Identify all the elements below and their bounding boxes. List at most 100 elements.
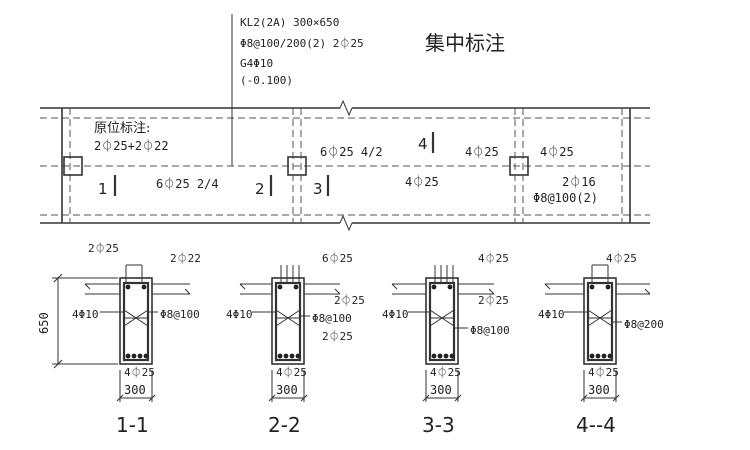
central-note-line4: (-0.100) <box>240 74 293 87</box>
rebar <box>131 353 137 359</box>
span2-top-bars: 4⏀25 <box>465 144 499 159</box>
top-bar-verticals <box>280 265 300 284</box>
section-title: 1-1 <box>116 413 149 437</box>
rebar <box>607 353 613 359</box>
stirrup <box>586 281 614 362</box>
rebar <box>595 353 601 359</box>
rebar <box>443 353 449 359</box>
label-bottom: 4⏀25 <box>124 365 155 379</box>
break-mark-top <box>339 99 353 117</box>
stirrup-pattern <box>587 309 613 327</box>
width-dimension: 300 <box>588 383 610 397</box>
beam-outline <box>583 277 617 365</box>
section-mark-1: 1 <box>98 180 108 198</box>
central-note-line1: KL2(2A) 300×650 <box>240 16 339 29</box>
stirrup-pattern <box>275 309 301 327</box>
width-dimension-line <box>580 370 620 402</box>
rebar <box>141 284 147 290</box>
section-mark-2: 2 <box>255 180 265 198</box>
width-dimension: 300 <box>430 383 452 397</box>
leaders <box>252 311 310 317</box>
width-dimension-line <box>116 370 156 402</box>
rebar <box>589 284 595 290</box>
section-title: 4--4 <box>576 413 616 437</box>
cantilever-stirrup: Φ8@100(2) <box>533 191 598 205</box>
width-dimension-line <box>422 370 462 402</box>
stirrup-pattern <box>429 309 455 327</box>
label-bottom: 4⏀25 <box>588 365 619 379</box>
stirrup <box>428 281 456 362</box>
rebar <box>437 353 443 359</box>
rebar <box>137 353 143 359</box>
section-mark-3: 3 <box>313 180 323 198</box>
in-situ-heading: 原位标注: <box>94 121 150 136</box>
label-top-right: 6⏀25 <box>322 251 353 265</box>
section-mark-4: 4 <box>418 135 428 153</box>
height-dimension: 650 <box>37 312 51 334</box>
span1-bottom-bars: 6⏀25 2/4 <box>156 176 219 191</box>
break-mark-bottom <box>339 214 353 232</box>
label-side: 4Φ10 <box>538 308 565 321</box>
rebar <box>431 284 437 290</box>
rebar <box>431 353 437 359</box>
top-bar-verticals <box>125 264 143 284</box>
stirrup <box>122 281 150 362</box>
rebar <box>289 353 295 359</box>
label-mid-right: 2⏀25 <box>322 329 353 343</box>
label-side: 4Φ10 <box>72 308 99 321</box>
width-dimension-line <box>268 370 308 402</box>
beam-plan-view <box>40 14 650 232</box>
section-3-3: 300 4⏀25 2⏀25 4Φ10 Φ8@100 4⏀25 3-3 <box>382 251 510 437</box>
section-2-2: 300 6⏀25 2⏀25 4Φ10 Φ8@100 2⏀25 4⏀25 2-2 <box>226 251 365 437</box>
stirrup-pattern <box>123 309 149 327</box>
top-bar-verticals <box>434 265 454 284</box>
top-bar-verticals <box>591 264 609 284</box>
label-bottom: 4⏀25 <box>430 365 461 379</box>
span2-bottom-bars: 4⏀25 <box>405 174 439 189</box>
label-side: 4Φ10 <box>382 308 409 321</box>
label-bottom: 4⏀25 <box>276 365 307 379</box>
label-top-right-2: 2⏀25 <box>478 293 509 307</box>
beam-outline <box>119 277 153 365</box>
label-top-right: 4⏀25 <box>606 251 637 265</box>
section-title: 2-2 <box>268 413 301 437</box>
central-note: KL2(2A) 300×650 Φ8@100/200(2) 2⏀25 G4Φ10… <box>240 16 505 87</box>
rebar <box>605 284 611 290</box>
beam-outline <box>425 277 459 365</box>
label-stirrup: Φ8@200 <box>624 318 664 331</box>
label-stirrup: Φ8@100 <box>470 324 510 337</box>
rebar <box>125 353 131 359</box>
section-title: 3-3 <box>422 413 455 437</box>
left-support-top-bars: 2⏀25+2⏀22 <box>94 138 169 153</box>
rebar <box>143 353 149 359</box>
beam-outline <box>271 277 305 365</box>
rebar <box>125 284 131 290</box>
label-top-left: 2⏀25 <box>88 241 119 255</box>
section-4-4: 300 4⏀25 4Φ10 Φ8@200 4⏀25 4--4 <box>538 251 664 437</box>
rebar <box>283 353 289 359</box>
rebar <box>447 284 453 290</box>
cantilever-bottom-bars: 2⏀16 <box>562 174 596 189</box>
section-cut-marks: 1 2 3 4 <box>98 132 435 198</box>
column-middle <box>287 156 307 176</box>
rebar <box>449 353 455 359</box>
central-note-line3: G4Φ10 <box>240 57 273 70</box>
column-left <box>63 156 83 176</box>
in-situ-notes: 原位标注: 2⏀25+2⏀22 6⏀25 2/4 6⏀25 4/2 4⏀25 4… <box>94 121 598 205</box>
stirrup <box>274 281 302 362</box>
slab-lines <box>239 283 341 295</box>
slab-lines <box>391 283 495 295</box>
column-middle-gridlines <box>292 108 302 223</box>
width-dimension: 300 <box>276 383 298 397</box>
central-note-title: 集中标注 <box>425 31 505 55</box>
rebar <box>277 284 283 290</box>
central-note-line2: Φ8@100/200(2) 2⏀25 <box>240 36 364 50</box>
label-stirrup: Φ8@100 <box>160 308 200 321</box>
right-support-top-bars: 4⏀25 <box>540 144 574 159</box>
rebar <box>277 353 283 359</box>
label-top-right-2: 2⏀25 <box>334 293 365 307</box>
column-right-gridlines <box>514 108 524 223</box>
mid-support-top-bars: 6⏀25 4/2 <box>320 144 383 159</box>
column-right <box>509 156 529 176</box>
